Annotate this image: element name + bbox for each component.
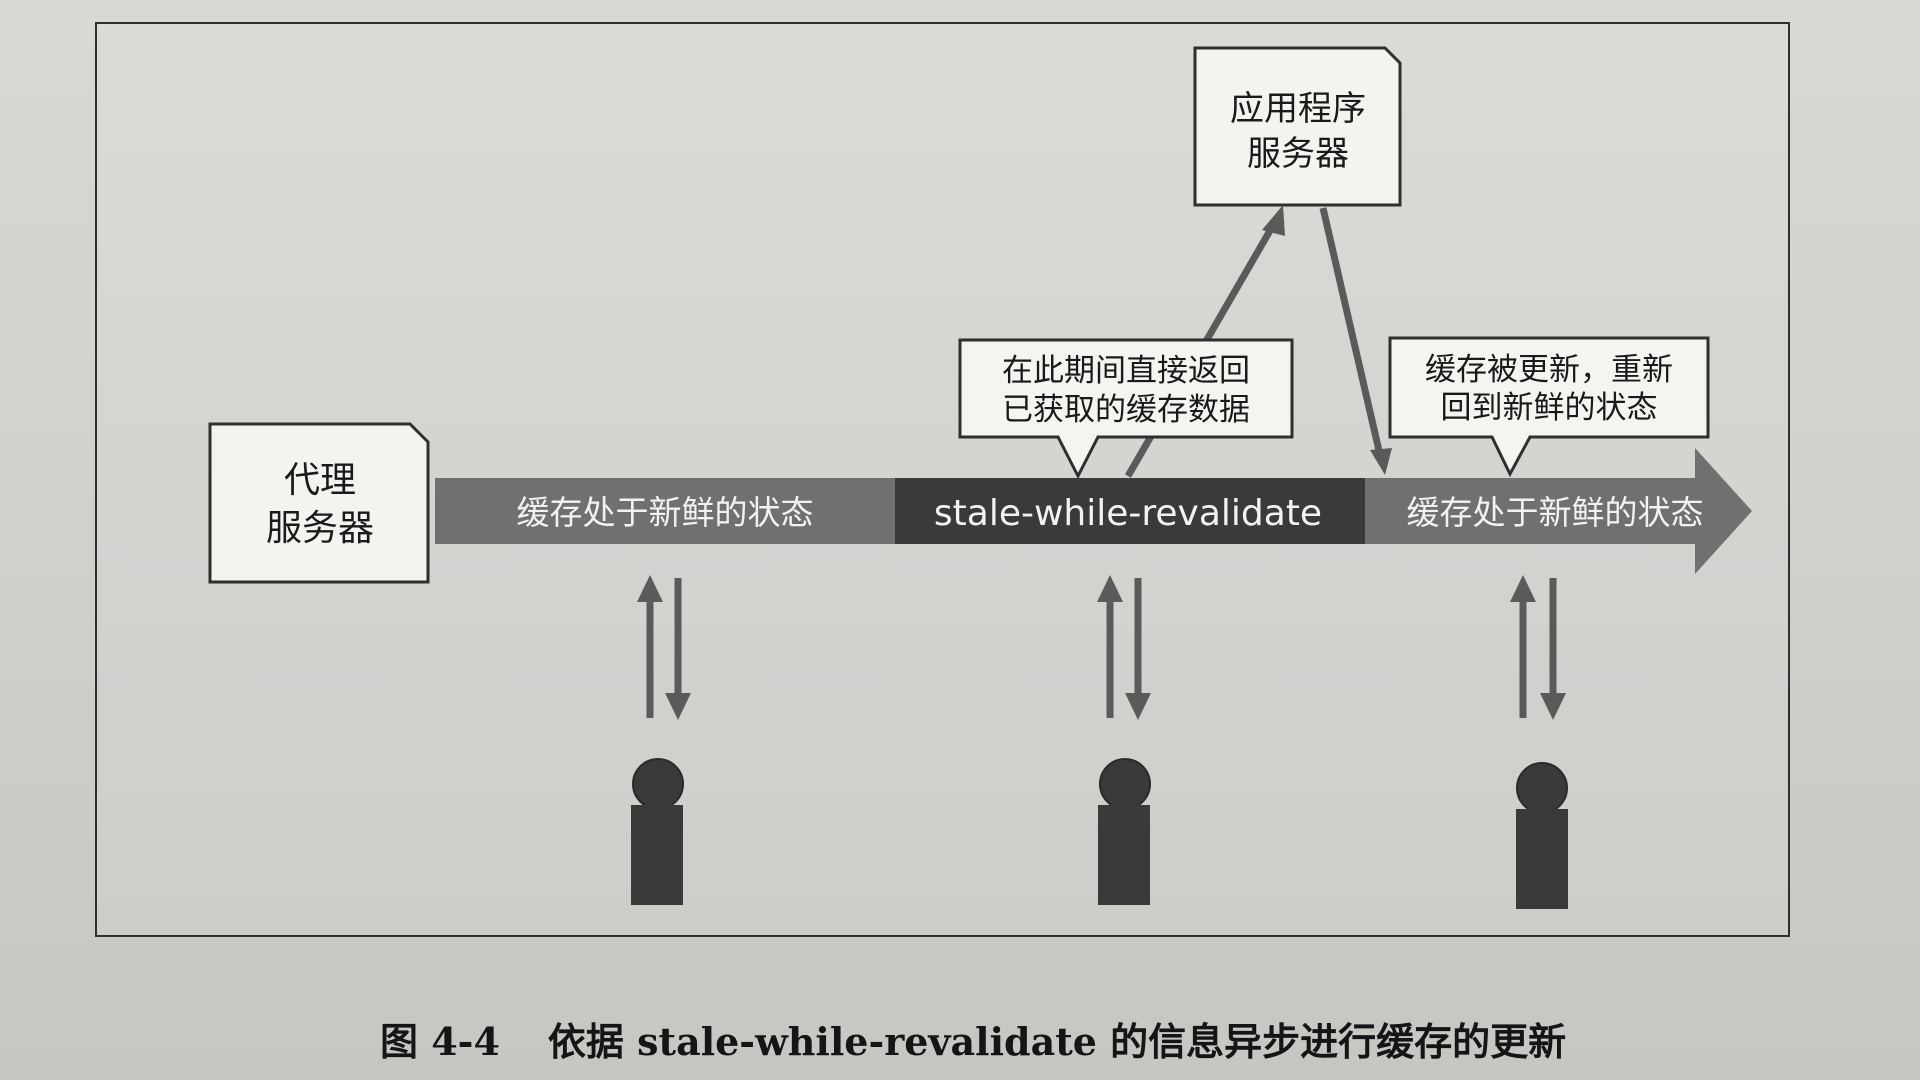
client3-up-arrow-head: [1510, 575, 1536, 602]
client-arrows-1: [637, 575, 691, 720]
client2-down-arrow-head: [1125, 693, 1151, 720]
application-server-box: 应用程序 服务器: [1193, 46, 1402, 207]
callout-serve-stale: 在此期间直接返回 已获取的缓存数据: [958, 338, 1294, 480]
timeline-bar: 缓存处于新鲜的状态 stale-while-revalidate 缓存处于新鲜的…: [435, 448, 1752, 574]
client1-down-arrow-head: [665, 693, 691, 720]
client3-down-arrow-head: [1540, 693, 1566, 720]
segment1-label: 缓存处于新鲜的状态: [517, 493, 814, 532]
callout1-line1: 在此期间直接返回: [1002, 353, 1250, 389]
request-arrow-head: [1262, 205, 1285, 236]
segment-fresh-1: [435, 478, 895, 544]
app-label-line1: 应用程序: [1230, 89, 1366, 129]
client-person-icon: [631, 758, 684, 905]
segment-fresh-2-arrow: [1365, 448, 1752, 574]
client2-up-arrow-head: [1097, 575, 1123, 602]
client1-up-arrow-head: [637, 575, 663, 602]
proxy-label-line1: 代理: [284, 460, 356, 501]
segment-stale-while-revalidate: [895, 478, 1365, 544]
segment2-label: stale-while-revalidate: [934, 493, 1322, 534]
response-arrow-head: [1370, 448, 1392, 475]
callout2-line1: 缓存被更新，重新: [1425, 352, 1673, 388]
proxy-label-line2: 服务器: [266, 508, 374, 549]
caption-text: 依据 stale-while-revalidate 的信息异步进行缓存的更新: [547, 1018, 1567, 1064]
client-person-icon: [1516, 762, 1568, 909]
caption-number: 图 4-4: [380, 1018, 500, 1064]
callout1-line2: 已获取的缓存数据: [1002, 392, 1250, 428]
segment3-label: 缓存处于新鲜的状态: [1407, 493, 1704, 532]
callout-cache-updated: 缓存被更新，重新 回到新鲜的状态: [1388, 336, 1710, 478]
figure-caption: 图 4-4 依据 stale-while-revalidate 的信息异步进行缓…: [380, 1010, 1566, 1066]
proxy-server-box: 代理 服务器: [208, 422, 430, 584]
callout2-line2: 回到新鲜的状态: [1441, 390, 1658, 426]
client-arrows-3: [1510, 575, 1566, 720]
response-from-app-arrow: [1319, 207, 1384, 456]
client-person-icon: [1098, 758, 1151, 905]
app-label-line2: 服务器: [1247, 134, 1349, 174]
client-arrows-2: [1097, 575, 1151, 720]
